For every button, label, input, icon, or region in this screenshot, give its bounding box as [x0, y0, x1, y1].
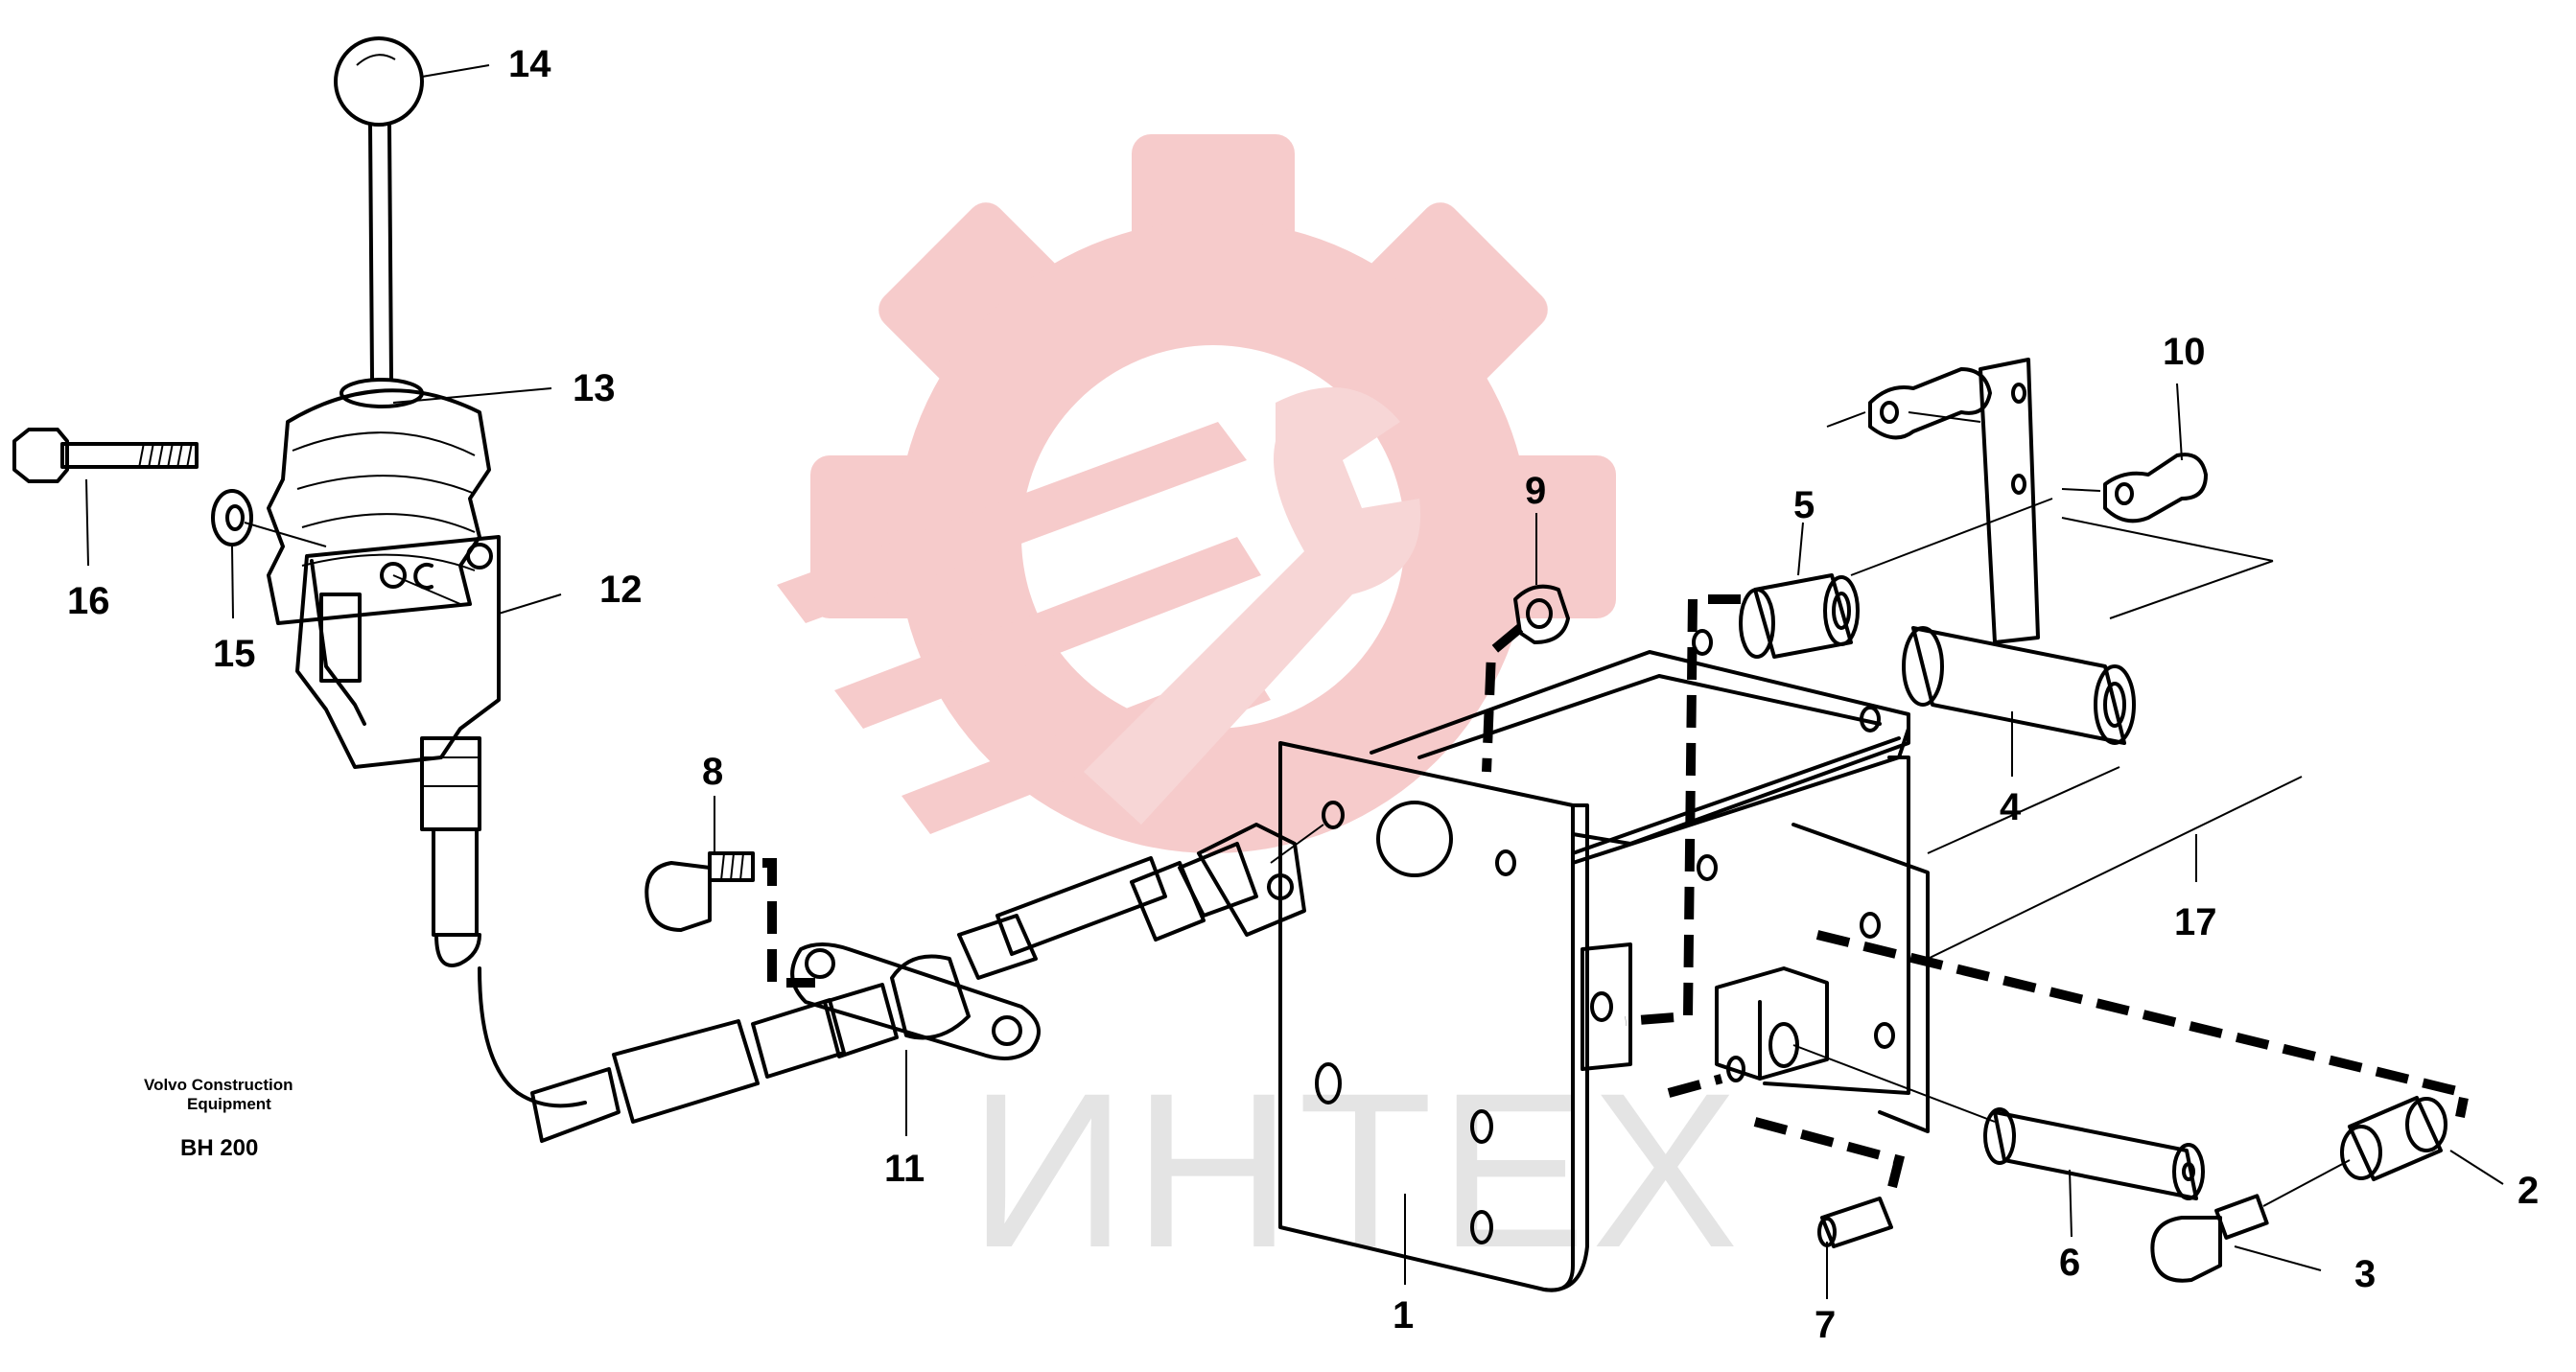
leader-lines [85, 64, 2504, 1299]
assembly-line-6a [1667, 1074, 1723, 1098]
assembly-line-5 [1625, 594, 1741, 1026]
washer-15 [211, 489, 327, 547]
assembly-line-9 [1482, 624, 1524, 773]
label-11: 11 [884, 1148, 925, 1190]
link-10 [1826, 367, 2208, 523]
caption: Volvo Construction Equipment BH 200 [144, 1076, 293, 1161]
reference-lines-17 [1850, 498, 2303, 960]
caption-model: BH 200 [180, 1135, 258, 1161]
label-12: 12 [599, 569, 643, 611]
lever-shaft-lower [420, 736, 481, 967]
nut-9 [1513, 584, 1570, 644]
label-1: 1 [1393, 1294, 1414, 1337]
caption-line1: Volvo Construction [144, 1076, 293, 1094]
sleeve-5 [1739, 573, 1860, 659]
label-5: 5 [1793, 484, 1815, 526]
rubber-boot [267, 378, 491, 625]
main-bracket [1278, 629, 1930, 1292]
label-7: 7 [1815, 1304, 1836, 1346]
lever-housing [295, 535, 501, 769]
label-3: 3 [2354, 1253, 2376, 1295]
sleeve-2 [2340, 1096, 2447, 1181]
spring-pin-7 [1817, 1197, 1893, 1248]
label-4: 4 [2000, 786, 2022, 828]
assembly-line-2 [1815, 930, 2471, 1118]
bolt-16 [12, 428, 199, 483]
label-6: 6 [2059, 1242, 2080, 1284]
label-10: 10 [2163, 331, 2206, 373]
label-2: 2 [2517, 1170, 2539, 1212]
assembly-line-7 [1753, 1117, 1906, 1200]
label-17: 17 [2174, 901, 2217, 943]
watermark-gear-logo [777, 134, 1616, 853]
lever-rod [368, 123, 393, 381]
label-8: 8 [702, 751, 723, 793]
shaft-4 [1902, 358, 2136, 745]
label-16: 16 [67, 580, 110, 622]
label-14: 14 [508, 43, 551, 85]
pin-6 [1983, 1107, 2205, 1200]
screw-3 [2150, 1159, 2351, 1283]
label-13: 13 [573, 367, 616, 409]
label-9: 9 [1525, 470, 1546, 512]
label-15: 15 [213, 633, 256, 675]
watermark-text: ИНТЕХ [969, 1047, 1745, 1293]
lever-knob [334, 36, 424, 127]
caption-line2: Equipment [187, 1095, 271, 1113]
screw-8 [644, 851, 755, 932]
block [1715, 966, 1996, 1123]
part-labels: 14 13 12 16 15 8 11 9 5 4 10 17 1 6 7 2 … [67, 43, 2539, 1346]
